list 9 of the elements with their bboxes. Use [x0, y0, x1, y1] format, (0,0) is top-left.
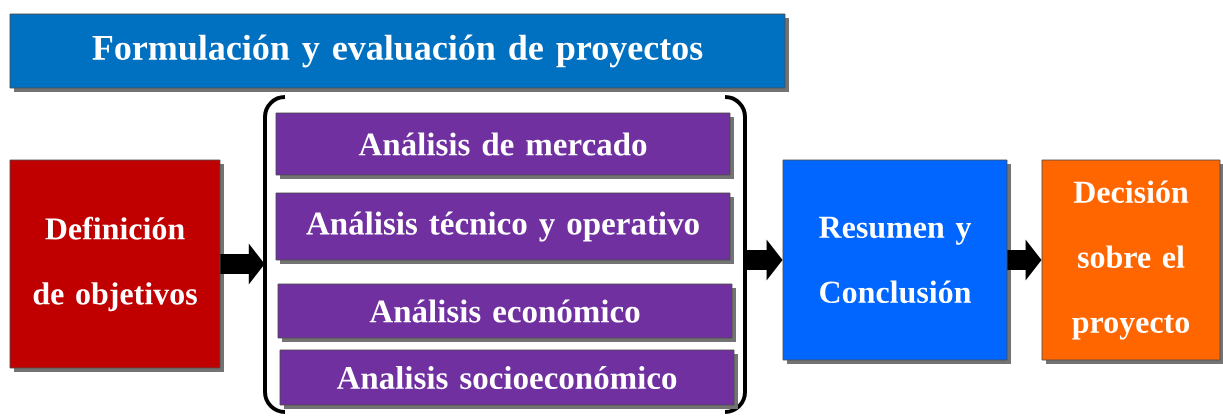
- process-box: Definición de objetivos: [9, 159, 224, 372]
- process-box: Resumen y Conclusión: [782, 159, 1011, 364]
- process-box: Análisis económico: [277, 283, 736, 342]
- title-box: Formulación y evaluación de proyectos: [9, 13, 789, 92]
- process-box: Decisión sobre el proyecto: [1041, 159, 1223, 364]
- process-box: Analisis socioeconómico: [279, 349, 738, 409]
- process-box: Análisis de mercado: [275, 112, 734, 179]
- process-box: Análisis técnico y operativo: [275, 192, 734, 264]
- bracket: [263, 95, 747, 414]
